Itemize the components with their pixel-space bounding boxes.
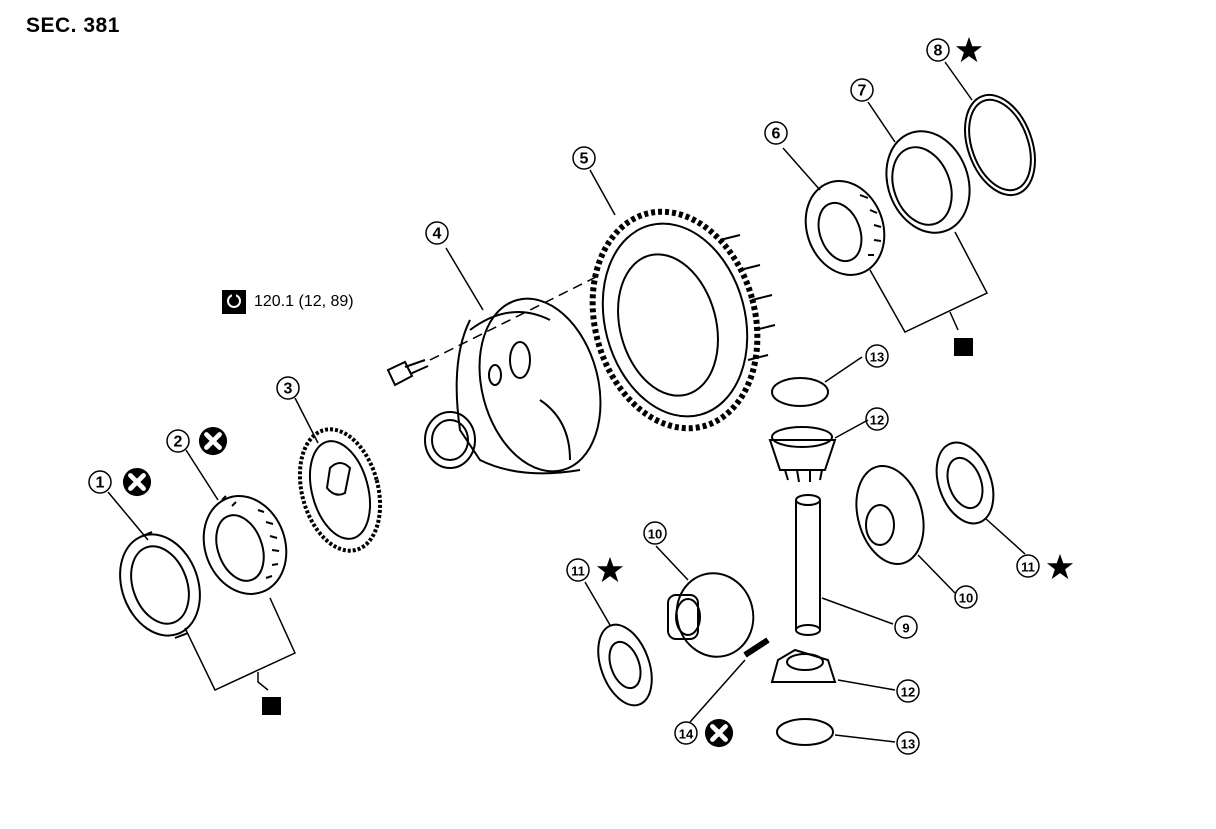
part-13-thrust-washer-lower xyxy=(776,718,834,746)
callout-12-upper: 12 xyxy=(870,413,884,428)
callout-1: 1 xyxy=(96,475,105,492)
part-14-lock-pin xyxy=(743,637,770,658)
part-5-final-gear xyxy=(589,208,776,432)
callout-10-right: 10 xyxy=(959,591,973,606)
part-7-outer-race xyxy=(885,130,971,234)
torque-spec: 120.1 (12, 89) xyxy=(222,290,354,314)
selective-part-star-icon xyxy=(1046,553,1074,581)
bolt-alignment-line xyxy=(429,274,601,361)
part-13-thrust-washer-upper xyxy=(771,377,829,407)
do-not-reuse-icon xyxy=(199,427,227,455)
part-4-differential-case xyxy=(424,297,602,475)
part-12-pinion-mate-lower xyxy=(770,648,837,683)
callout-10-left: 10 xyxy=(648,527,662,542)
part-8-adjusting-shim xyxy=(964,93,1036,197)
selective-part-star-icon xyxy=(955,36,983,64)
torque-value: 120.1 (12, 89) xyxy=(254,293,354,310)
callout-4: 4 xyxy=(433,226,442,243)
callout-8: 8 xyxy=(934,43,943,60)
part-number-circles xyxy=(88,38,1040,755)
callout-11-left: 11 xyxy=(571,564,585,579)
do-not-reuse-icon xyxy=(123,468,151,496)
callout-11-right: 11 xyxy=(1021,560,1035,575)
leader-lines xyxy=(107,61,1026,743)
part-9-pinion-mate-shaft xyxy=(795,494,821,636)
section-label: SEC. 381 xyxy=(26,14,120,37)
callout-5: 5 xyxy=(580,151,589,168)
callout-13-upper: 13 xyxy=(870,350,884,365)
do-not-reuse-icon xyxy=(705,719,733,747)
callout-6: 6 xyxy=(772,126,781,143)
part-1-outer-race xyxy=(119,531,201,639)
callout-12-lower: 12 xyxy=(901,685,915,700)
part-2-side-bearing xyxy=(202,495,288,595)
ring-gear-bolt xyxy=(386,359,429,387)
part-10-side-gear-right xyxy=(855,464,925,566)
callout-14: 14 xyxy=(679,727,694,742)
torque-wrench-icon xyxy=(222,290,246,314)
callout-2: 2 xyxy=(174,434,183,451)
callout-3: 3 xyxy=(284,381,293,398)
set-replace-square-icon xyxy=(262,697,281,715)
set-replace-square-icon xyxy=(954,338,973,356)
part-11-thrust-washer-right xyxy=(935,441,995,525)
selective-part-star-icon xyxy=(596,556,624,584)
part-3-speedometer-gear xyxy=(297,427,383,553)
part-11-thrust-washer-left xyxy=(597,623,653,707)
callout-7: 7 xyxy=(858,83,867,100)
part-12-pinion-mate-upper xyxy=(768,426,837,483)
callout-9: 9 xyxy=(902,621,909,636)
part-10-side-gear-left xyxy=(667,572,755,658)
part-6-side-bearing xyxy=(804,180,886,276)
callout-13-lower: 13 xyxy=(901,737,915,752)
